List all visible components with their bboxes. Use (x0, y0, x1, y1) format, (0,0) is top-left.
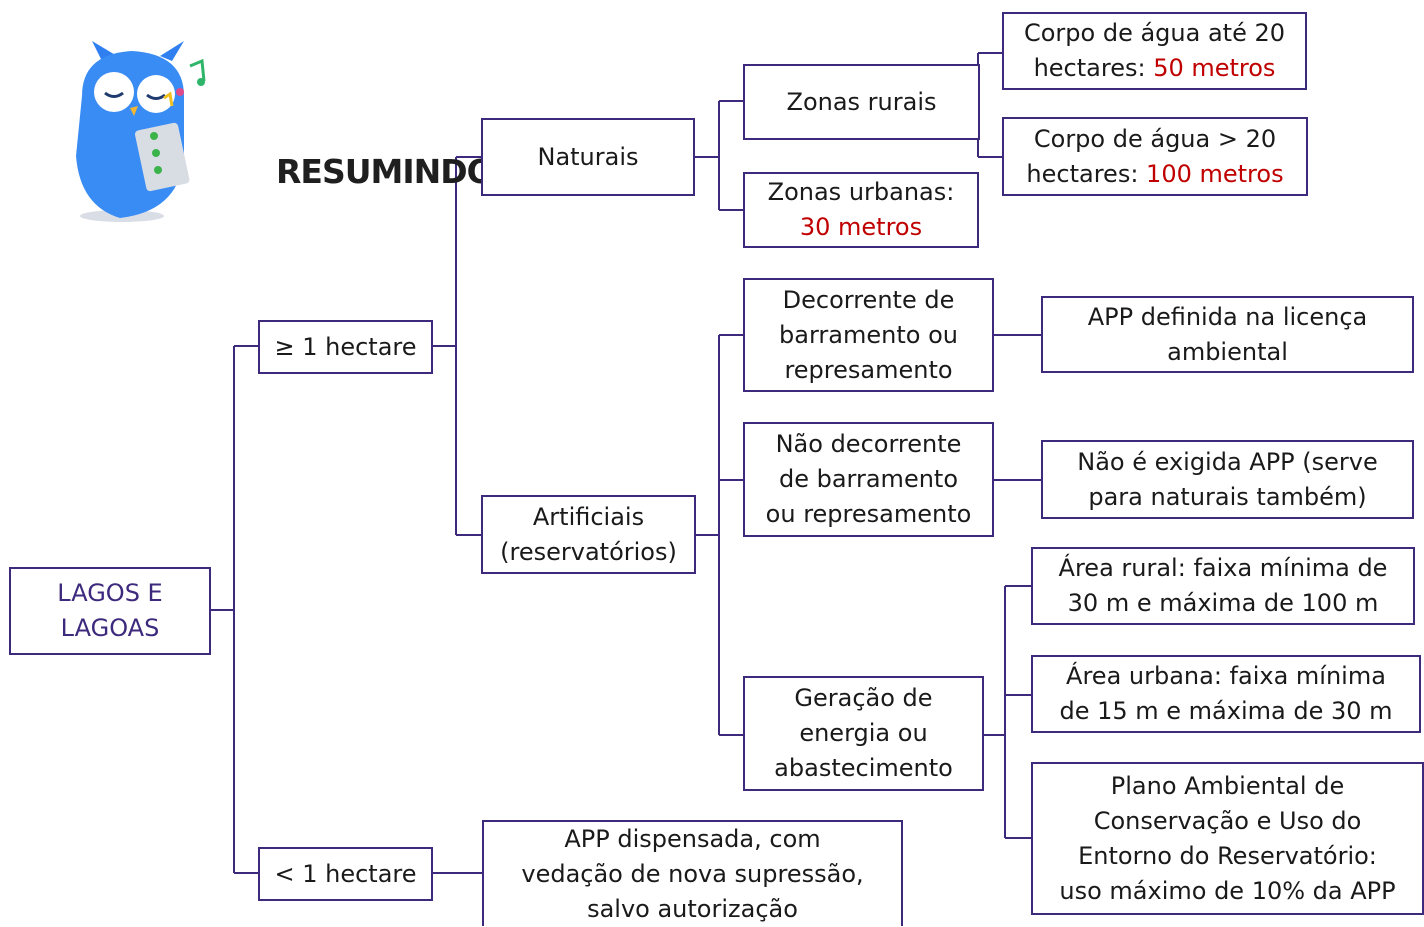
logo-text: RESUMINDO (276, 152, 495, 191)
owl-mascot-icon (76, 41, 206, 222)
resumindo-logo: RESUMINDO (72, 36, 495, 226)
node-nao-exigida: Não é exigida APP (serve para naturais ta… (1041, 440, 1414, 519)
node-geracao: Geração de energia ou abastecimento (743, 676, 984, 791)
node-text: Entorno do Reservatório: (1078, 841, 1377, 870)
node-text: Zonas rurais (786, 87, 937, 116)
node-plano-ambiental: Plano Ambiental de Conservação e Uso do En… (1031, 762, 1424, 915)
node-text: hectares: (1033, 54, 1154, 82)
node-corpo-ate-20: Corpo de água até 20 hectares: 50 metros (1002, 12, 1307, 90)
node-text: LAGOS E (57, 579, 163, 607)
node-text: de barramento (778, 465, 959, 493)
node-text: Não é exigida APP (serve (1077, 447, 1378, 476)
node-lt-1-hectare: < 1 hectare (258, 847, 433, 901)
node-text: APP dispensada, com (564, 824, 821, 853)
node-text: Corpo de água > 20 (1033, 124, 1277, 153)
node-text: Corpo de água até 20 (1023, 19, 1286, 47)
node-text: ambiental (1167, 337, 1288, 366)
node-text: < 1 hectare (274, 859, 417, 888)
node-text: ≥ 1 hectare (274, 332, 417, 361)
node-text: Artificiais (532, 502, 645, 531)
node-artificiais: Artificiais (reservatórios) (481, 495, 696, 574)
node-text: APP definida na licença (1087, 302, 1368, 331)
node-text: hectares: (1026, 159, 1147, 188)
node-text: Naturais (537, 142, 639, 171)
node-text: Zonas urbanas: (767, 178, 955, 206)
node-ge-1-hectare: ≥ 1 hectare (258, 320, 433, 374)
node-text: vedação de nova supressão, (521, 859, 864, 888)
node-corpo-mais-20: Corpo de água > 20 hectares: 100 metros (1002, 117, 1308, 196)
node-text: (reservatórios) (500, 537, 677, 566)
node-text: uso máximo de 10% da APP (1059, 876, 1396, 905)
node-text: ou represamento (765, 500, 972, 528)
node-text: Área rural: faixa mínima de (1058, 554, 1388, 582)
highlight-text: 30 metros (799, 213, 923, 241)
node-zonas-urbanas: Zonas urbanas: 30 metros (743, 172, 979, 248)
node-text: Não decorrente (775, 430, 962, 458)
node-app-licenca: APP definida na licença ambiental (1041, 296, 1414, 373)
node-text: LAGOAS (60, 614, 160, 642)
node-area-urbana: Área urbana: faixa mínima de 15 m e máxim… (1031, 655, 1421, 733)
node-text: represamento (784, 355, 953, 384)
node-lagos-e-lagoas: LAGOS E LAGOAS (9, 567, 211, 655)
node-text: de 15 m e máxima de 30 m (1059, 697, 1393, 725)
highlight-text: 100 metros (1146, 159, 1284, 188)
node-nao-decorrente: Não decorrente de barramento ou represamen… (743, 422, 994, 537)
node-text: energia ou (799, 719, 928, 747)
node-text: para naturais também) (1088, 482, 1367, 511)
node-text: abastecimento (774, 754, 953, 782)
node-area-rural: Área rural: faixa mínima de 30 m e máxima… (1031, 547, 1415, 625)
node-text: salvo autorização (587, 894, 798, 923)
node-app-dispensada: APP dispensada, com vedação de nova supre… (482, 820, 903, 926)
node-text: Conservação e Uso do (1093, 806, 1362, 835)
node-text: Geração de (794, 684, 933, 712)
node-naturais: Naturais (481, 118, 695, 196)
node-decorrente: Decorrente de barramento ou represamento (743, 278, 994, 392)
node-zonas-rurais: Zonas rurais (743, 64, 980, 140)
node-text: barramento ou (779, 320, 958, 349)
node-text: Decorrente de (782, 285, 955, 314)
node-text: Plano Ambiental de (1110, 771, 1345, 800)
node-text: 30 m e máxima de 100 m (1067, 589, 1379, 617)
highlight-text: 50 metros (1153, 54, 1276, 82)
node-text: Área urbana: faixa mínima (1066, 662, 1386, 690)
